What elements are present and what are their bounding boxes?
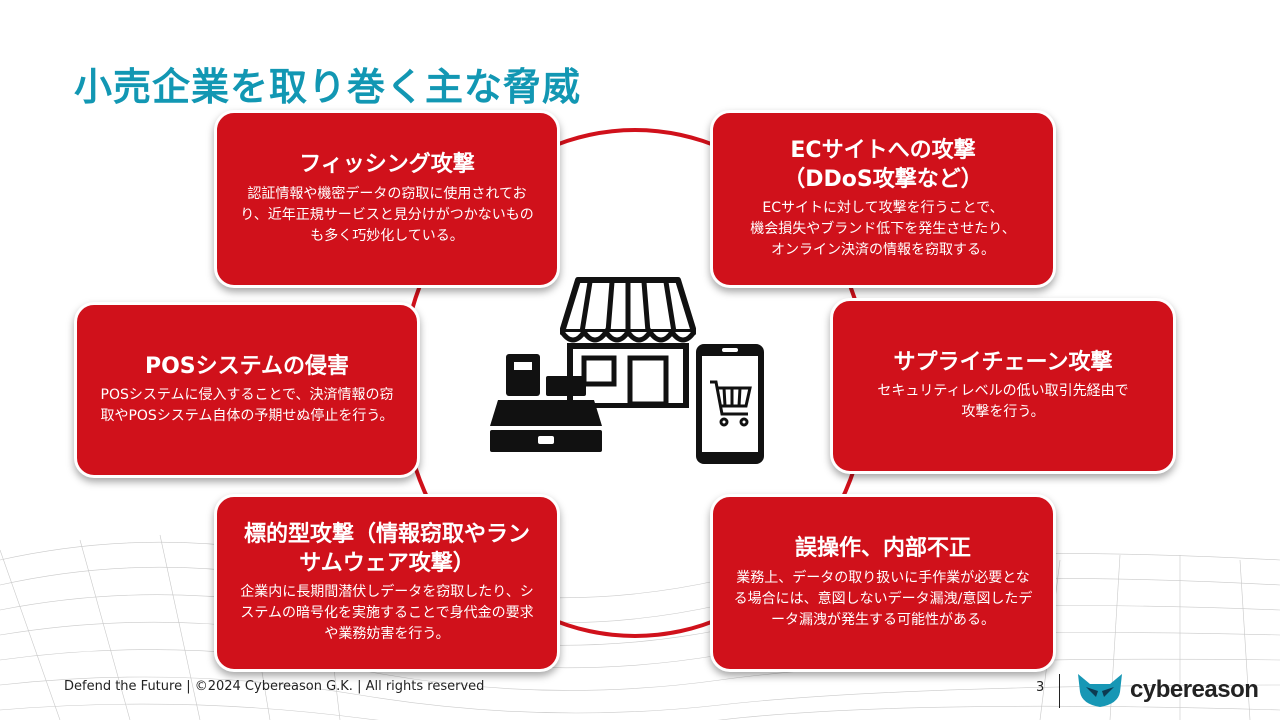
threat-description: 業務上、データの取り扱いに手作業が必要となる場合には、意図しないデータ漏洩/意図… (733, 569, 1033, 628)
retail-illustration (490, 270, 780, 470)
threat-description: 認証情報や機密データの窃取に使用されており、近年正規サービスと見分けがつかないも… (240, 185, 534, 244)
cybereason-logo: cybereason (1076, 670, 1266, 710)
threat-description: ECサイトに対して攻撃を行うことで、 機会損失やブランド低下を発生させたり、 オ… (750, 200, 1016, 259)
smartphone-cart-icon (696, 344, 764, 464)
threat-card-pos: POSシステムの侵害 POSシステムに侵入することで、決済情報の窃取やPOSシス… (74, 302, 420, 478)
threat-title: 誤操作、内部不正 (794, 536, 971, 562)
threat-description: 企業内に長期間潜伏しデータを窃取したり、システムの暗号化を実施することで身代金の… (240, 584, 534, 643)
threat-title: サプライチェーン攻撃 (893, 349, 1113, 375)
threat-description: POSシステムに侵入することで、決済情報の窃取やPOSシステム自体の予期せぬ停止… (100, 387, 394, 425)
threat-card-phishing: フィッシング攻撃 認証情報や機密データの窃取に使用されており、近年正規サービスと… (214, 110, 560, 288)
store-icon (560, 277, 696, 408)
threat-card-targeted-attack: 標的型攻撃（情報窃取やランサムウェア攻撃） 企業内に長期間潜伏しデータを窃取した… (214, 494, 560, 672)
threat-card-supply-chain: サプライチェーン攻撃 セキュリティレベルの低い取引先経由で 攻撃を行う。 (830, 298, 1176, 474)
threat-title: 標的型攻撃（情報窃取やランサムウェア攻撃） (243, 521, 530, 576)
page-number: 3 (1036, 680, 1045, 695)
threat-card-insider: 誤操作、内部不正 業務上、データの取り扱いに手作業が必要となる場合には、意図しな… (710, 494, 1056, 672)
threat-title: ECサイトへの攻撃 （DDoS攻撃など） (783, 137, 983, 192)
logo-wordmark: cybereason (1130, 676, 1259, 703)
cash-register-icon (490, 354, 602, 452)
owl-logo-icon (1078, 674, 1122, 707)
footer-divider (1059, 674, 1060, 708)
page-title: 小売企業を取り巻く主な脅威 (74, 65, 582, 109)
threat-description: セキュリティレベルの低い取引先経由で 攻撃を行う。 (877, 383, 1129, 421)
footer-copyright: Defend the Future | ©2024 Cybereason G.K… (64, 679, 485, 694)
threat-title: フィッシング攻撃 (299, 152, 475, 178)
threat-card-ec-site: ECサイトへの攻撃 （DDoS攻撃など） ECサイトに対して攻撃を行うことで、 … (710, 110, 1056, 288)
threat-title: POSシステムの侵害 (144, 353, 349, 379)
